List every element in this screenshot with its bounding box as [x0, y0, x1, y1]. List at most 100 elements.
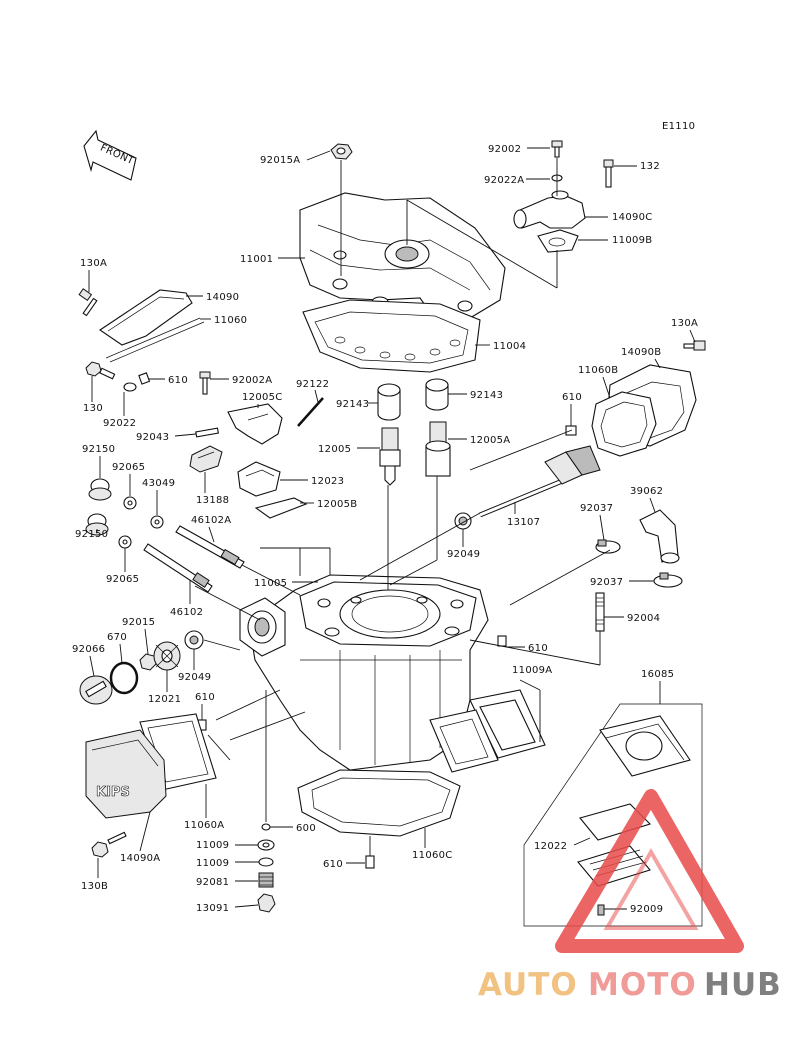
label-600: 600 — [296, 823, 316, 834]
stud-92004 — [595, 592, 605, 632]
plug-92150-a — [88, 478, 112, 501]
rod-46102A — [175, 525, 245, 569]
watermark-moto: MOTO — [588, 967, 697, 1003]
label-14090: 14090 — [206, 292, 239, 303]
label-14090C: 14090C — [612, 212, 653, 223]
dowel-610-c — [497, 635, 507, 647]
bolt-130B — [91, 831, 127, 858]
valve-12005A — [425, 421, 451, 477]
bolt-132 — [603, 159, 614, 188]
label-13091: 13091 — [196, 903, 229, 914]
label-11060C: 11060C — [412, 850, 453, 861]
watermark-triangle-icon — [555, 789, 744, 953]
label-92009: 92009 — [630, 904, 663, 915]
cylinder-11005 — [239, 574, 489, 771]
label-11060B: 11060B — [578, 365, 618, 376]
spring-92081 — [258, 872, 274, 888]
cylinder-head-11001 — [299, 192, 506, 319]
plate-12005B — [254, 497, 308, 519]
label-13107: 13107 — [507, 517, 540, 528]
label-46102: 46102 — [170, 607, 203, 618]
gear-16085 — [153, 641, 181, 671]
gasket-11060B — [591, 391, 657, 457]
label-92143-a: 92143 — [336, 399, 369, 410]
watermark-auto: AUTO — [478, 967, 578, 1003]
label-11009A: 11009A — [512, 665, 552, 676]
label-92049-a: 92049 — [447, 549, 480, 560]
label-92015: 92015 — [122, 617, 155, 628]
clamp-92037-b — [653, 572, 683, 588]
label-43049: 43049 — [142, 478, 175, 489]
label-12005B: 12005B — [317, 499, 357, 510]
washer-11009-a — [257, 839, 275, 851]
screw-92009 — [597, 904, 605, 916]
bolt-92002A — [199, 371, 211, 395]
label-92150-b: 92150 — [75, 529, 108, 540]
label-130A-left: 130A — [80, 258, 107, 269]
pin-92043 — [195, 427, 219, 438]
label-92004: 92004 — [627, 613, 660, 624]
cover-lettering: KIPS — [96, 785, 130, 800]
lever-12005C — [227, 403, 283, 445]
base-gasket-11060C — [297, 769, 461, 837]
label-92049-b: 92049 — [178, 672, 211, 683]
diagram-code: E1110 — [662, 121, 695, 132]
label-12005A: 12005A — [470, 435, 510, 446]
label-670: 670 — [107, 632, 127, 643]
gasket-11060 — [105, 317, 205, 363]
bracket-12023 — [237, 461, 281, 497]
label-92066: 92066 — [72, 644, 105, 655]
nut-92015A — [330, 143, 353, 160]
dowel-610-e — [365, 855, 375, 869]
label-92022: 92022 — [103, 418, 136, 429]
label-92002A: 92002A — [232, 375, 272, 386]
front-arrow-icon: FRONT — [83, 129, 137, 181]
washer-92022 — [123, 382, 137, 392]
washer-92065-b — [118, 535, 132, 549]
water-outlet-14090C — [513, 190, 586, 229]
hose-39062 — [639, 509, 680, 564]
label-92002: 92002 — [488, 144, 521, 155]
label-12022: 12022 — [534, 841, 567, 852]
ring-670 — [109, 661, 139, 695]
label-11060A: 11060A — [184, 820, 224, 831]
label-610-a: 610 — [168, 375, 188, 386]
bolt-130A-left — [78, 288, 98, 317]
clamp-92037-a — [595, 539, 621, 554]
label-130B: 130B — [81, 881, 108, 892]
o-ring-600 — [261, 823, 271, 831]
pin-92122 — [297, 397, 324, 427]
rod-46102 — [143, 543, 213, 593]
label-92022A: 92022A — [484, 175, 524, 186]
part-labels: 92015A 92002 92022A 132 14090C 11009B 11… — [72, 144, 698, 915]
label-12021: 16085 — [641, 669, 674, 680]
collar-92143-b — [425, 378, 449, 411]
watermark-hub: HUB — [704, 967, 782, 1003]
label-12005C: 12005C — [242, 392, 283, 403]
seal-92049-b — [184, 630, 204, 650]
label-14090A: 14090A — [120, 853, 160, 864]
label-92037-a: 92037 — [580, 503, 613, 514]
label-11009-a: 11009 — [196, 840, 229, 851]
valve-12005 — [379, 427, 401, 486]
bolt-92002 — [551, 140, 563, 158]
dowel-610-a — [138, 372, 151, 385]
intake-assembly-frame-12021 — [523, 703, 703, 927]
label-610-c: 610 — [528, 643, 548, 654]
label-14090B: 14090B — [621, 347, 661, 358]
label-92037-b: 92037 — [590, 577, 623, 588]
label-92065-b: 92065 — [106, 574, 139, 585]
holder-13188 — [189, 445, 223, 473]
label-130A-right: 130A — [671, 318, 698, 329]
label-12023: 12023 — [311, 476, 344, 487]
washer-43049 — [150, 515, 164, 529]
label-46102A: 46102A — [191, 515, 231, 526]
label-92043: 92043 — [136, 432, 169, 443]
automotohub-logo-watermark: AUTO MOTO HUB — [478, 789, 782, 1003]
gasket-11009B — [537, 229, 579, 253]
gasket-11009A — [429, 689, 546, 773]
collar-92143-a — [377, 383, 401, 421]
seal-92049-a — [454, 512, 472, 530]
